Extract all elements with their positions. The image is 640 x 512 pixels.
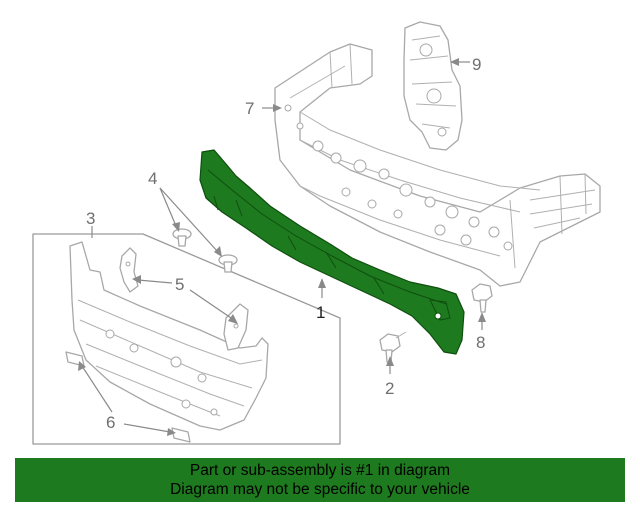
disclaimer-banner: Part or sub-assembly is #1 in diagram Di…	[15, 458, 625, 502]
push-clip-lower	[218, 254, 238, 273]
bolt-lower	[379, 331, 407, 363]
callout-7: 7	[245, 99, 254, 118]
callout-5: 5	[175, 275, 184, 294]
reinforcement-frame	[274, 43, 601, 287]
push-clip-upper	[172, 228, 192, 247]
callout-6: 6	[106, 413, 115, 432]
highlighted-part-absorber	[199, 149, 465, 355]
banner-line-1: Part or sub-assembly is #1 in diagram	[189, 462, 451, 479]
pad-lower	[171, 427, 191, 443]
side-bracket	[403, 21, 463, 151]
bumper-cover	[69, 241, 269, 431]
bumper-assembly-box	[32, 233, 341, 445]
bolt-right	[471, 283, 493, 313]
callout-3: 3	[86, 209, 95, 228]
callout-8: 8	[476, 333, 485, 352]
parts-diagram: 1 2 3 4 5 6 7 8 9	[32, 21, 601, 445]
callout-1: 1	[316, 303, 325, 322]
callout-2: 2	[385, 379, 394, 398]
callout-4: 4	[148, 169, 157, 188]
leader-lines	[78, 58, 486, 436]
banner-line-2: Diagram may not be specific to your vehi…	[170, 481, 470, 498]
small-bracket-upper	[119, 247, 139, 293]
callout-9: 9	[472, 55, 481, 74]
small-bracket-lower	[223, 303, 249, 351]
